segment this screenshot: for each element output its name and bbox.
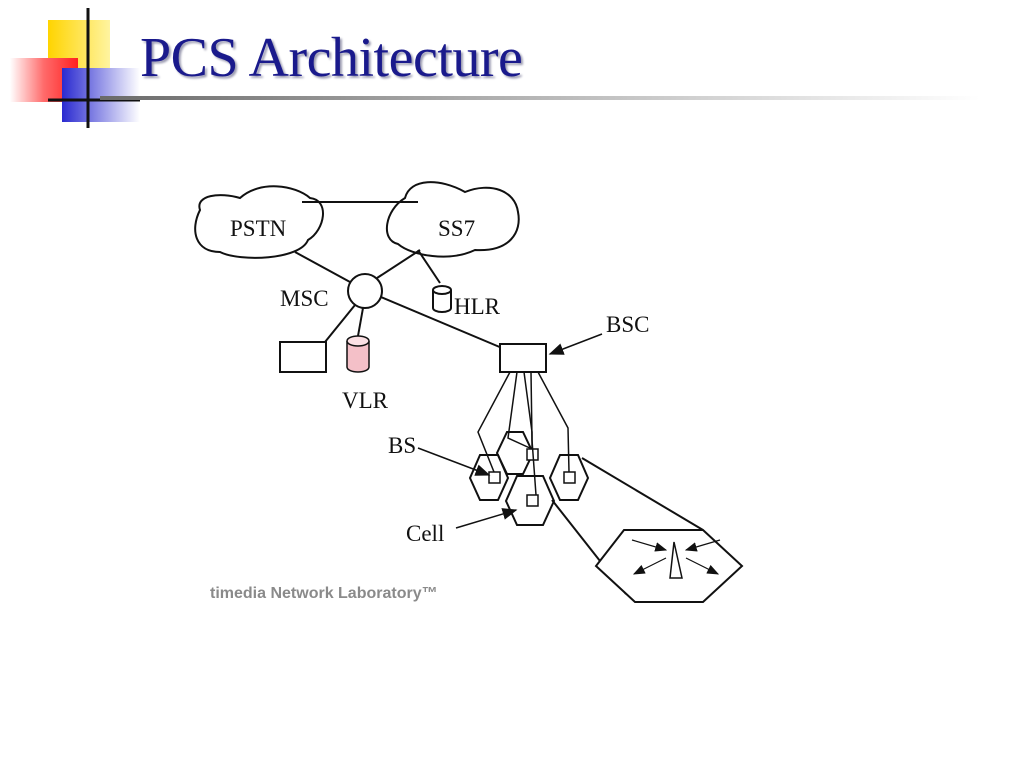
- ss7-hlr-link: [417, 249, 441, 284]
- antenna-arrow-se: [685, 557, 720, 575]
- hlr-label: HLR: [454, 294, 501, 319]
- msc-terminal-link: [324, 304, 356, 343]
- bsc-bs-links: [477, 371, 570, 496]
- slide-title: PCS Architecture: [140, 27, 523, 89]
- ss7-msc-link: [376, 249, 421, 279]
- hlr-database: [432, 285, 452, 313]
- msc-node: [347, 273, 383, 309]
- bs-pointer-arrow: [417, 447, 491, 476]
- pstn-cloud: [194, 185, 324, 259]
- antenna-arrow-ne: [684, 539, 721, 552]
- ss7-label: SS7: [438, 216, 475, 241]
- terminal-box: [279, 341, 327, 373]
- pstn-label: PSTN: [230, 216, 287, 241]
- msc-label: MSC: [280, 286, 329, 311]
- bs-square-bottom: [526, 494, 539, 507]
- pstn-msc-link: [294, 251, 351, 283]
- bs-label: BS: [388, 433, 416, 458]
- cell-cluster: [468, 431, 590, 526]
- bsc-label: BSC: [606, 312, 649, 337]
- hex-cell-right: [548, 454, 590, 501]
- antenna-icon: [669, 541, 683, 579]
- pcs-architecture-diagram: PSTN SS7 MSC HLR VLR BSC: [194, 181, 744, 603]
- logo-blue-square: [62, 68, 140, 122]
- bsc-node: [499, 343, 547, 373]
- hex-cell-left: [468, 454, 510, 501]
- bsc-pointer-arrow: [548, 333, 603, 355]
- vlr-database: [346, 335, 370, 373]
- msc-vlr-link: [357, 307, 364, 337]
- msc-bsc-link: [380, 296, 503, 349]
- slide-logo: [10, 8, 140, 128]
- title-underline: [100, 96, 980, 100]
- zoom-line-top: [581, 457, 704, 531]
- base-stations: [488, 448, 576, 507]
- cell-pointer-arrow: [455, 508, 518, 529]
- zoomed-cell: [594, 529, 744, 603]
- bs-square-left: [488, 471, 501, 484]
- watermark-text: timedia Network Laboratory™: [210, 585, 438, 602]
- hex-cell-bottom: [504, 475, 556, 526]
- hex-cell-top: [495, 431, 535, 475]
- cell-label: Cell: [406, 521, 444, 546]
- antenna-arrow-nw: [631, 539, 668, 552]
- vlr-label: VLR: [342, 388, 389, 413]
- ss7-cloud: [385, 181, 520, 258]
- antenna-arrow-sw: [632, 557, 667, 575]
- bs-square-right: [563, 471, 576, 484]
